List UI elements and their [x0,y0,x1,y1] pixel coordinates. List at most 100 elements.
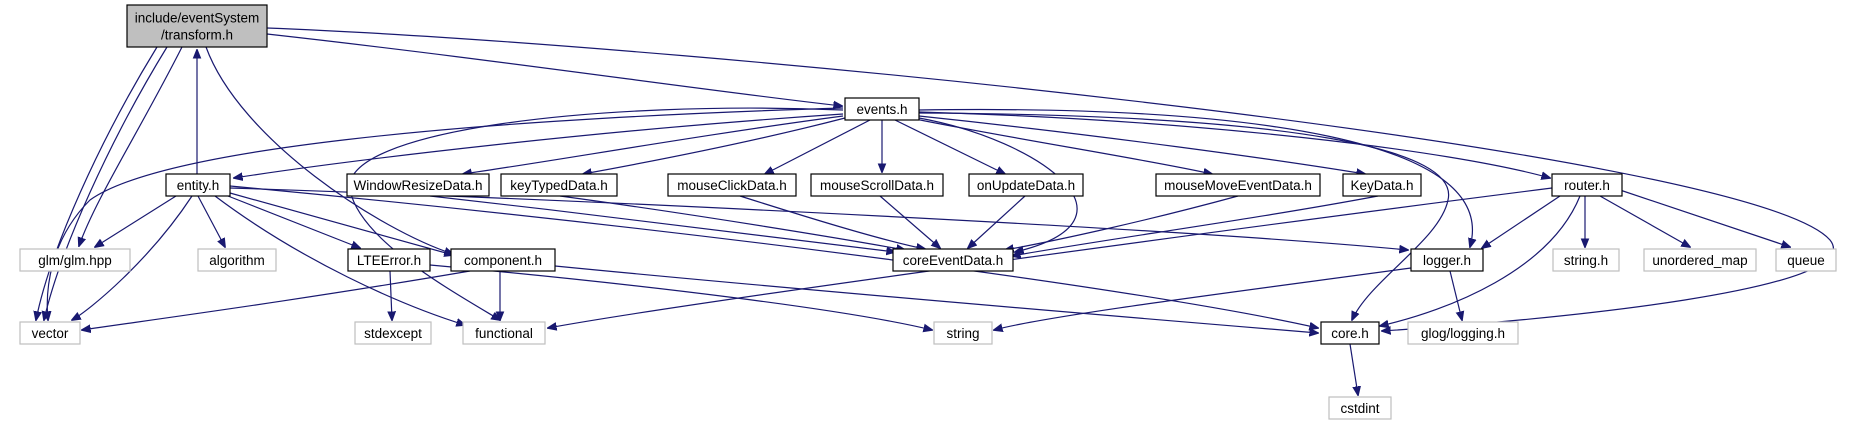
edge-router-queue [1619,189,1790,247]
node-mousemove[interactable]: mouseMoveEventData.h [1155,173,1321,197]
node-label: component.h [464,253,542,268]
edge-events-core [918,112,1450,320]
edge-mousescroll-coreevent [879,195,940,248]
edge-entity-functional [214,195,465,325]
edge-transform-component [205,46,453,254]
dependency-edges [36,27,1834,395]
edge-windowresize-coreevent [429,195,895,252]
node-entity[interactable]: entity.h [165,173,231,197]
edge-events-router [918,111,1550,178]
edge-keytyped-coreevent [559,195,905,250]
edge-transform-vector2 [36,46,158,320]
node-box [126,4,268,48]
node-label: /transform.h [161,28,233,43]
node-box [346,173,490,197]
node-label: router.h [1564,178,1610,193]
edge-router-logger [1482,195,1561,248]
node-box [19,248,131,272]
edge-keydata-coreevent [1012,195,1379,256]
node-box [1155,173,1321,197]
node-stdexcept: stdexcept [354,321,432,345]
edge-transform-core [266,27,1834,331]
node-label: mouseScrollData.h [820,178,934,193]
node-label: entity.h [177,178,220,193]
node-box [450,248,556,272]
edge-entity-lteerror [227,195,360,248]
node-mousescroll[interactable]: mouseScrollData.h [810,173,944,197]
node-label: queue [1787,253,1825,268]
node-component[interactable]: component.h [450,248,556,272]
node-logger[interactable]: logger.h [1410,248,1484,272]
node-transform[interactable]: include/eventSystem/transform.h [126,4,268,48]
node-label: core.h [1331,326,1369,341]
node-cstdint: cstdint [1328,396,1392,420]
node-label: vector [32,326,69,341]
node-glog: glog/logging.h [1407,321,1519,345]
node-box [165,173,231,197]
edge-events-keytyped [583,117,846,174]
node-label: string [946,326,979,341]
node-windowresize[interactable]: WindowResizeData.h [346,173,490,197]
node-core[interactable]: core.h [1320,321,1380,345]
node-box [354,321,432,345]
node-label: functional [475,326,533,341]
node-events[interactable]: events.h [844,97,920,121]
node-queue: queue [1775,248,1837,272]
edge-logger-string [994,267,1412,330]
node-keydata[interactable]: KeyData.h [1342,173,1422,197]
node-algorithm: algorithm [197,248,277,272]
node-box [1320,321,1380,345]
node-label: glm/glm.hpp [38,253,112,268]
edge-transform-vector [44,46,168,320]
edge-mousemove-coreevent [1005,195,1239,250]
edge-entity-algorithm [197,195,225,247]
edge-logger-glog [1449,270,1462,320]
edge-transform-glm [79,46,183,246]
node-label: stdexcept [364,326,422,341]
node-box [968,173,1084,197]
node-stringh: string.h [1552,248,1620,272]
edge-entity-core [229,185,1318,328]
edge-component-vector [82,270,471,330]
node-box [1342,173,1422,197]
node-keytyped[interactable]: keyTypedData.h [500,173,618,197]
node-lteerror[interactable]: LTEError.h [347,248,431,272]
edge-events-entity [234,113,844,178]
node-label: LTEError.h [357,253,421,268]
edge-events-functional [349,107,844,320]
node-box [1643,248,1757,272]
node-onupdate[interactable]: onUpdateData.h [968,173,1084,197]
node-box [1552,248,1620,272]
edge-router-core [1380,195,1581,326]
edge-lteerror-stdexcept [390,270,392,320]
node-box [1328,396,1392,420]
edge-router-unordered [1599,195,1690,247]
node-box [1551,173,1623,197]
node-mouseclick[interactable]: mouseClickData.h [667,173,797,197]
node-label: algorithm [209,253,265,268]
edge-events-keydata [918,115,1365,174]
node-box [667,173,797,197]
node-label: events.h [856,102,907,117]
node-box [933,321,993,345]
node-label: logger.h [1423,253,1471,268]
node-box [1775,248,1837,272]
node-label: onUpdateData.h [977,178,1075,193]
node-router[interactable]: router.h [1551,173,1623,197]
edge-lteerror-string [429,264,932,330]
node-coreevent[interactable]: coreEventData.h [892,248,1014,272]
edge-transform-events [266,33,842,106]
node-label: keyTypedData.h [510,178,608,193]
node-label: cstdint [1340,401,1379,416]
node-box [19,321,81,345]
edge-events-logger [918,108,1472,247]
edge-events-windowresize [463,115,844,174]
node-box [197,248,277,272]
node-label: mouseClickData.h [677,178,787,193]
node-vector: vector [19,321,81,345]
node-label: glog/logging.h [1421,326,1505,341]
edge-entity-glm [95,195,177,247]
node-box [1410,248,1484,272]
node-unordered: unordered_map [1643,248,1757,272]
